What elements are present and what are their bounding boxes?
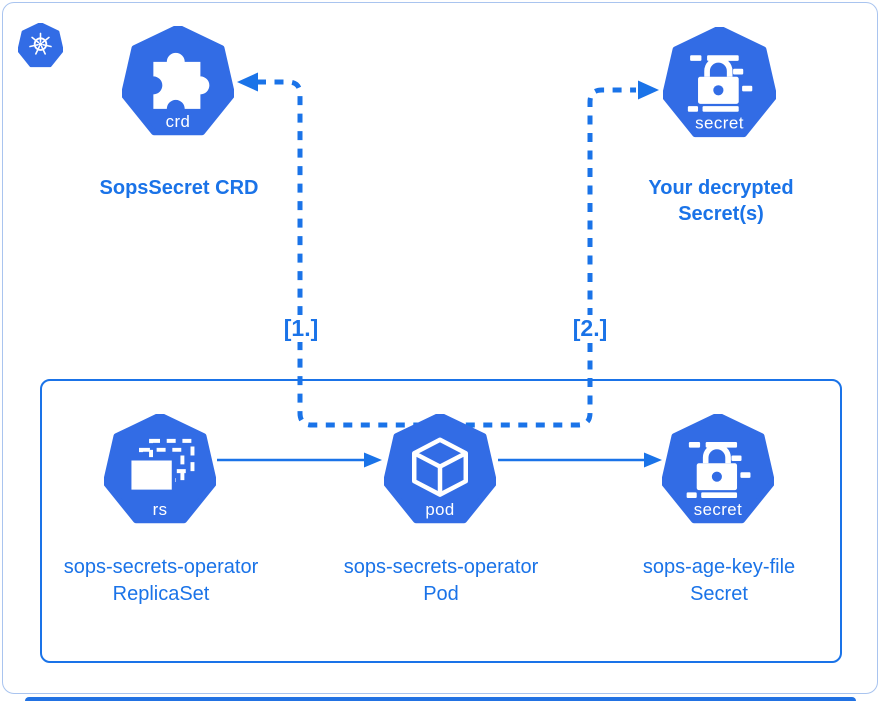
pod-cube-icon: pod bbox=[384, 414, 496, 524]
arrowhead-to-secret-icon bbox=[638, 80, 659, 100]
pod-node-label: sops-secrets-operator Pod bbox=[301, 554, 581, 608]
replicaset-node-label: sops-secrets-operator ReplicaSet bbox=[21, 554, 301, 608]
pod-label-line2: Pod bbox=[423, 583, 459, 605]
crd-node-title: SopsSecret CRD bbox=[29, 175, 329, 201]
replicaset-label-line2: ReplicaSet bbox=[112, 583, 210, 605]
agekey-label-line1: sops-age-key-file bbox=[642, 556, 796, 578]
operator-deployment-box bbox=[40, 379, 842, 663]
dashed-step-path bbox=[257, 79, 636, 428]
secret-badge-text: secret bbox=[695, 114, 744, 133]
crd-node-title-text: SopsSecret CRD bbox=[99, 177, 259, 199]
crd-badge-text: crd bbox=[166, 112, 191, 131]
decrypted-secret-node-title: Your decrypted Secret(s) bbox=[571, 175, 871, 227]
agekey-secret-padlock-icon: secret bbox=[662, 414, 774, 524]
decrypted-secret-padlock-icon: secret bbox=[663, 27, 776, 138]
step-2-label: [2.] bbox=[568, 315, 612, 342]
arrowhead-to-pod-icon bbox=[364, 452, 382, 468]
agekey-secret-node-label: sops-age-key-file Secret bbox=[579, 554, 859, 608]
replicaset-stacked-replicas-icon: rs bbox=[104, 414, 216, 524]
step-1-label: [1.] bbox=[279, 315, 323, 342]
arrowhead-to-crd-icon bbox=[237, 72, 258, 92]
decrypted-title-line1: Your decrypted bbox=[648, 177, 794, 199]
cropped-bottom-element bbox=[25, 697, 856, 701]
secret-badge-text: secret bbox=[694, 500, 742, 519]
pod-label-line1: sops-secrets-operator bbox=[343, 556, 539, 578]
pod-badge-text: pod bbox=[425, 500, 454, 519]
crd-puzzle-piece-icon: crd bbox=[122, 26, 234, 136]
kubernetes-helm-wheel-icon bbox=[18, 23, 63, 68]
agekey-label-line2: Secret bbox=[690, 583, 748, 605]
arrowhead-to-agekey-icon bbox=[644, 452, 662, 468]
replicaset-label-line1: sops-secrets-operator bbox=[63, 556, 259, 578]
decrypted-title-line2: Secret(s) bbox=[678, 203, 764, 225]
rs-badge-text: rs bbox=[153, 500, 168, 519]
